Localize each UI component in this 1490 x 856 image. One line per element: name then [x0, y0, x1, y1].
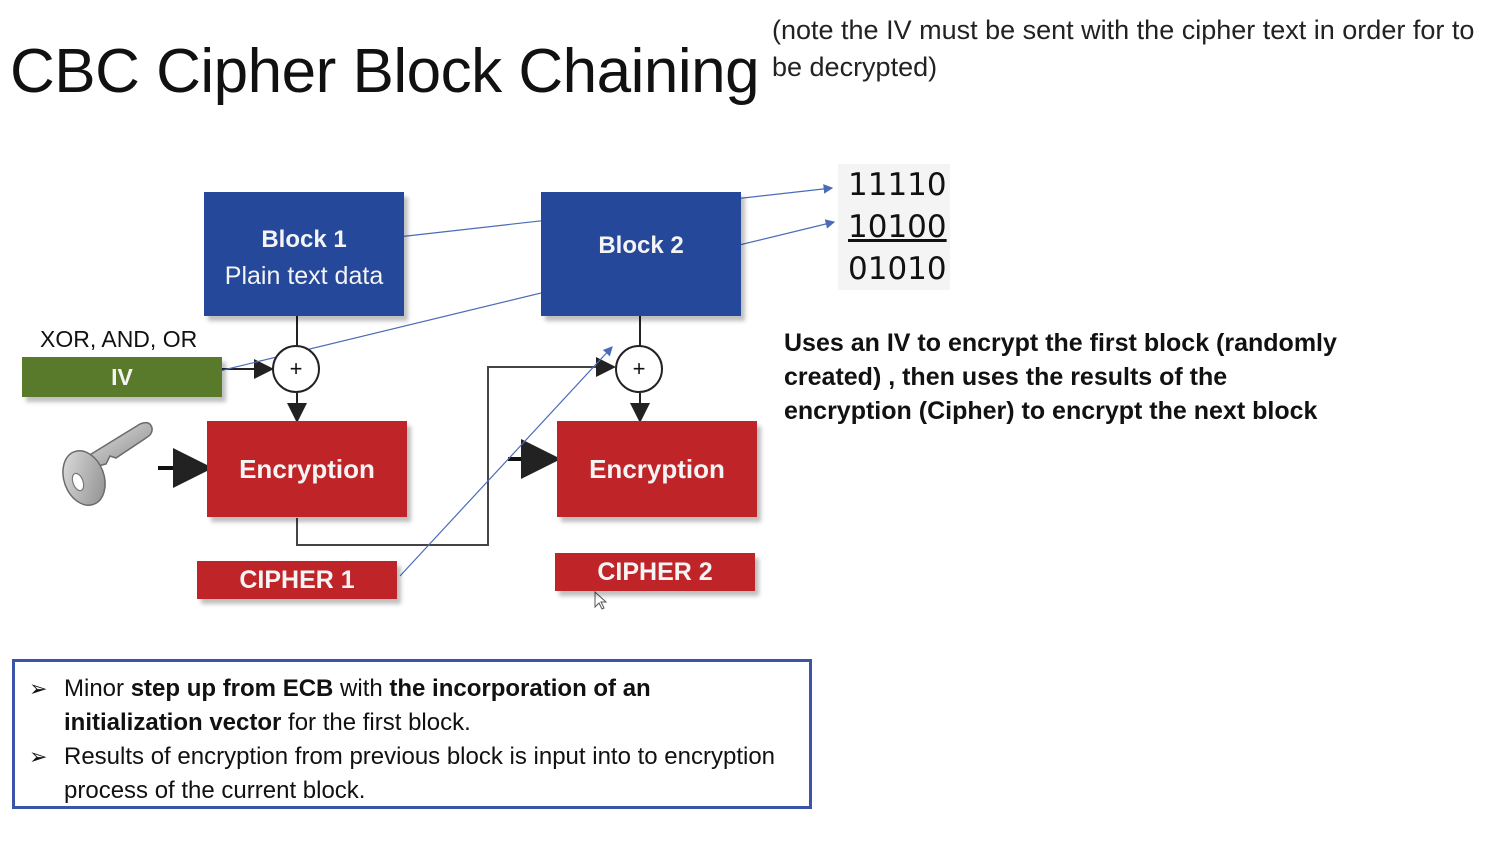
bullet-text-1: Minor step up from ECB with the incorpor…: [64, 672, 795, 740]
bullet-item: ➢ Minor step up from ECB with the incorp…: [29, 672, 795, 740]
encryption1-label: Encryption: [239, 453, 375, 484]
block2-title: Block 2: [598, 232, 684, 259]
slide-title: CBC Cipher Block Chaining: [10, 37, 760, 106]
annotation-cipher1-to-xor2: [399, 346, 613, 577]
cbc-description: Uses an IV to encrypt the first block (r…: [784, 329, 1337, 425]
bullet-arrow-icon: ➢: [29, 676, 48, 701]
bullet-item: ➢ Results of encryption from previous bl…: [29, 740, 795, 808]
cipher2-box: CIPHER 2: [555, 553, 755, 591]
bullet-text-2: Results of encryption from previous bloc…: [64, 743, 776, 804]
key-icon: [62, 421, 153, 506]
block1-subtitle: Plain text data: [224, 261, 384, 290]
iv-box: IV: [22, 357, 222, 397]
bullet1-part1: Minor: [64, 675, 131, 702]
bullet1-part3: with: [333, 675, 390, 702]
encryption2-box: Encryption: [557, 421, 757, 517]
encryption1-box: Encryption: [207, 421, 407, 517]
cipher1-box: CIPHER 1: [197, 561, 397, 599]
block1-box: Block 1 Plain text data: [204, 192, 404, 316]
encryption2-label: Encryption: [589, 453, 725, 484]
block2-box: Block 2: [541, 192, 741, 316]
binary-example: 11110 10100 01010: [838, 164, 950, 290]
xor2-operator: +: [615, 345, 663, 393]
xor1-operator: +: [272, 345, 320, 393]
binary-row-1: 11110: [848, 167, 947, 203]
summary-bullets-box: ➢ Minor step up from ECB with the incorp…: [12, 659, 812, 809]
cipher2-label: CIPHER 2: [597, 557, 713, 586]
xor1-symbol: +: [289, 356, 303, 381]
iv-label: IV: [111, 363, 133, 390]
iv-note: (note the IV must be sent with the ciphe…: [772, 15, 1475, 82]
bullet1-part2: step up from ECB: [130, 675, 334, 702]
bullet-arrow-icon: ➢: [29, 744, 48, 769]
xor-caption: XOR, AND, OR: [40, 326, 198, 352]
binary-row-3: 01010: [848, 251, 947, 287]
xor2-symbol: +: [632, 356, 646, 381]
cipher-chain-line: [296, 357, 616, 546]
binary-row-2: 10100: [848, 209, 947, 245]
bullet1-part5: for the first block.: [281, 709, 471, 736]
bullet1-part4: the incorporation of an initialization v…: [64, 675, 651, 736]
block1-title: Block 1: [261, 225, 347, 253]
cipher1-label: CIPHER 1: [239, 565, 355, 594]
mouse-cursor-icon: [594, 590, 608, 610]
